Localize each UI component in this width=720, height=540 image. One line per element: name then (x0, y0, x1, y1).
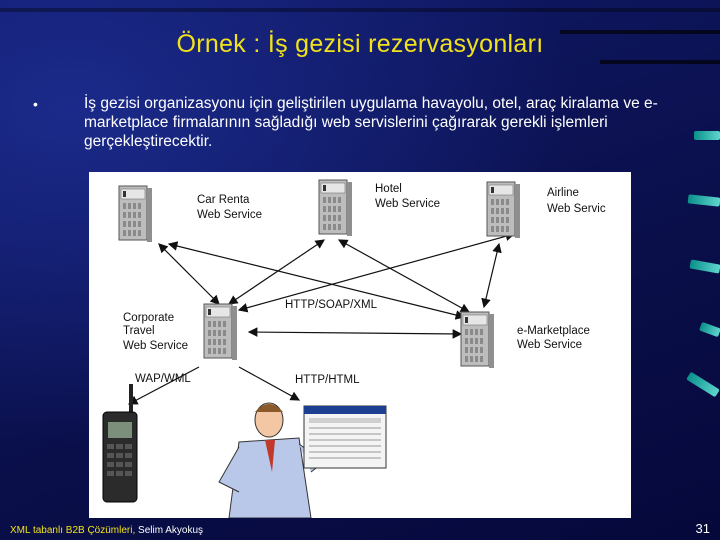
browser-window-icon (303, 405, 387, 469)
footer: XML tabanlı B2B Çözümleri, Selim Akyokuş (10, 525, 203, 536)
server-icon (203, 303, 238, 361)
architecture-diagram: Car Renta Web Service Hotel Web Service … (89, 172, 631, 518)
decor-stripe (600, 60, 720, 64)
decor-stripe (560, 30, 720, 34)
emarketplace-label-2: Web Service (517, 339, 582, 351)
server-icon (318, 179, 353, 237)
corporate-label-3: Web Service (123, 340, 188, 352)
corporate-label-2: Travel (123, 325, 155, 337)
server-icon (486, 181, 521, 239)
hotel-label-1: Hotel (375, 183, 402, 195)
business-man-icon (218, 402, 325, 518)
emarketplace-label-1: e-Marketplace (517, 325, 590, 337)
footer-author: Selim Akyokuş (138, 525, 204, 536)
airline-label-2: Web Servic (547, 203, 606, 215)
protocol-soap-label: HTTP/SOAP/XML (285, 299, 378, 311)
protocol-http-label: HTTP/HTML (295, 374, 360, 386)
car-rental-label-1: Car Renta (197, 194, 250, 206)
decor-stripe (0, 8, 720, 12)
connection-lines (127, 231, 516, 405)
footer-title: XML tabanlı B2B Çözümleri, (10, 525, 136, 536)
slide-title: Örnek : İş gezisi rezervasyonları (176, 30, 544, 58)
corporate-label-1: Corporate (123, 312, 174, 324)
slide-number: 31 (695, 521, 710, 536)
hotel-label-2: Web Service (375, 198, 440, 210)
bullet-text: İş gezisi organizasyonu için geliştirile… (84, 95, 658, 150)
server-icon (460, 311, 495, 369)
protocol-wap-label: WAP/WML (135, 373, 191, 385)
server-icon (118, 185, 153, 243)
bullet-marker: • (33, 96, 38, 112)
mobile-phone-icon (102, 384, 138, 503)
decor-accent (694, 131, 720, 140)
airline-label-1: Airline (547, 187, 579, 199)
car-rental-label-2: Web Service (197, 209, 262, 221)
